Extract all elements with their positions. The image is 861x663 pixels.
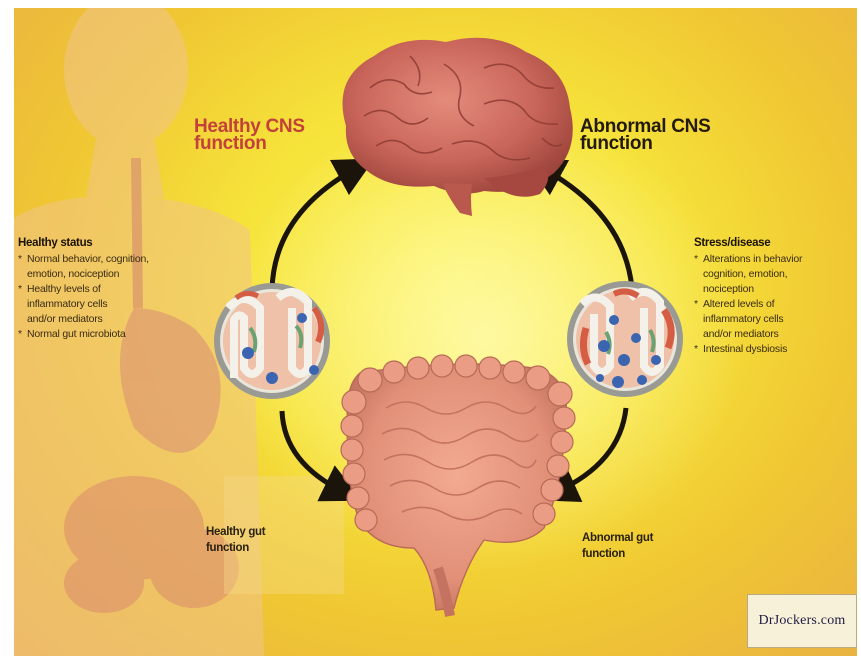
watermark-text: DrJockers.com bbox=[759, 613, 846, 629]
abnormal-cns-label: Abnormal CNSfunction bbox=[580, 118, 710, 152]
abnormal-gut-line2: function bbox=[582, 546, 653, 562]
stress-disease-point: Alterations in behavior cognition, emoti… bbox=[694, 252, 802, 297]
stress-disease-list: Alterations in behavior cognition, emoti… bbox=[694, 252, 802, 357]
stress-disease-point: Intestinal dysbiosis bbox=[694, 342, 802, 357]
healthy-gut-label: Healthy gut function bbox=[206, 524, 265, 556]
healthy-status-heading: Healthy status bbox=[18, 237, 92, 249]
abnormal-gut-magnified bbox=[567, 281, 683, 397]
healthy-gut-magnified bbox=[214, 283, 330, 399]
abnormal-gut-line1: Abnormal gut bbox=[582, 530, 653, 546]
healthy-status-list: Normal behavior, cognition, emotion, noc… bbox=[18, 252, 149, 342]
abnormal-gut-label: Abnormal gut function bbox=[582, 530, 653, 562]
healthy-cns-label: Healthy CNSfunction bbox=[194, 118, 305, 152]
healthy-gut-line2: function bbox=[206, 540, 265, 556]
stress-disease-point: Altered levels of inflammatory cells and… bbox=[694, 297, 802, 342]
healthy-status-point: Healthy levels of inflammatory cells and… bbox=[18, 282, 149, 327]
healthy-gut-line1: Healthy gut bbox=[206, 524, 265, 540]
gut-brain-axis-diagram: Healthy CNSfunction Abnormal CNSfunction… bbox=[14, 8, 857, 656]
drjockers-logo: DrJockers.com bbox=[747, 594, 857, 648]
stress-disease-heading: Stress/disease bbox=[694, 237, 770, 249]
healthy-status-point: Normal gut microbiota bbox=[18, 327, 149, 342]
healthy-status-point: Normal behavior, cognition, emotion, noc… bbox=[18, 252, 149, 282]
